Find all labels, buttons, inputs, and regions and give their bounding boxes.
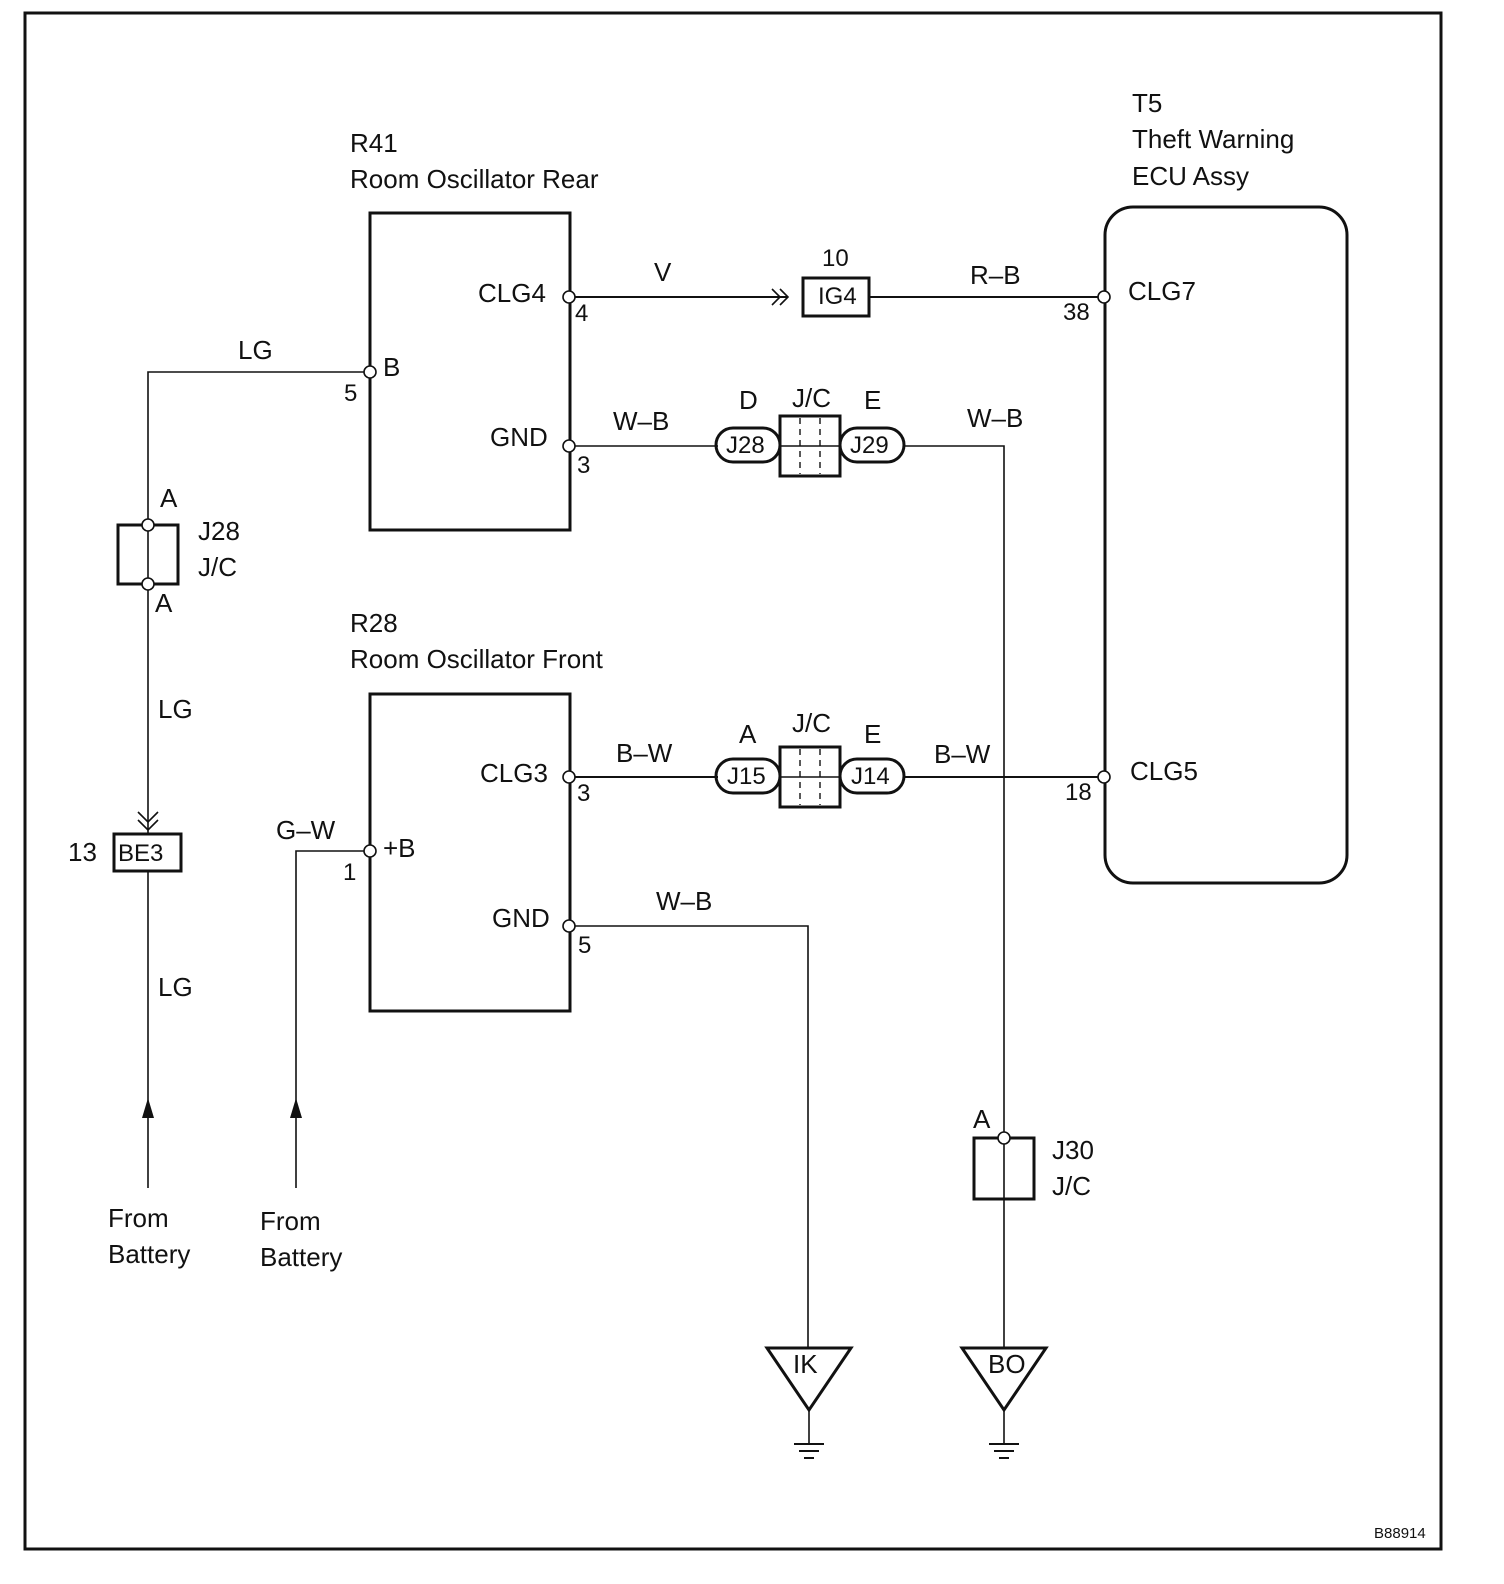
- ig4-pin: 10: [822, 245, 849, 272]
- t5-pin-clg5: CLG5: [1130, 756, 1198, 786]
- r28-component: R28 Room Oscillator Front CLG3 +B GND 3 …: [343, 608, 604, 1013]
- r41-component: R41 Room Oscillator Rear CLG4 B GND 4 5 …: [344, 128, 599, 532]
- jc-mid-left-tag: A: [739, 719, 757, 749]
- wire-r28-gnd: W–B IK: [569, 886, 854, 1459]
- jc-mid-left-label: J15: [727, 763, 766, 790]
- wire-b-w-label-1: B–W: [616, 738, 673, 768]
- t5-num-clg7: 38: [1063, 299, 1090, 326]
- be3-label: BE3: [118, 840, 163, 867]
- r28-pin-b: +B: [383, 833, 416, 863]
- ground-bo-symbol: [959, 1346, 1049, 1413]
- wire-lg-left: LG A A J28 J/C LG BE3 13 LG From Battery: [68, 335, 370, 1269]
- t5-name-line2: ECU Assy: [1132, 161, 1249, 191]
- j30-junction: A J30 J/C BO: [959, 1104, 1094, 1459]
- r28-num-clg3: 3: [577, 780, 590, 807]
- ground-bo-label: BO: [988, 1349, 1026, 1379]
- jc-mid-right-tag: E: [864, 719, 881, 749]
- wire-clg4-clg7: IG4 10 V R–B: [569, 245, 1104, 318]
- wire-b-w-label-2: B–W: [934, 739, 991, 769]
- ground-ik-label: IK: [793, 1349, 818, 1379]
- wire-w-b-label-1: W–B: [613, 406, 669, 436]
- t5-name-line1: Theft Warning: [1132, 124, 1294, 154]
- battery1-line1: From: [108, 1203, 169, 1233]
- t5-component: T5 Theft Warning ECU Assy CLG7 CLG5 38 1…: [1063, 88, 1349, 885]
- wire-w-b-label-2: W–B: [967, 403, 1023, 433]
- jc-top-right-tag: E: [864, 385, 881, 415]
- pin-terminals: [363, 290, 1111, 933]
- wire-lg-label-top: LG: [238, 335, 273, 365]
- r28-num-b: 1: [343, 859, 356, 886]
- connector-arrow-icon: [137, 811, 159, 824]
- j29-jc-plug: [838, 426, 906, 464]
- wire-r41-gnd: W–B J28 J29 D J/C E W–B: [569, 383, 1023, 1138]
- wire-v-label: V: [654, 257, 672, 287]
- j28-type: J/C: [198, 552, 237, 582]
- j28-top-pin: A: [160, 483, 178, 513]
- t5-id: T5: [1132, 88, 1162, 118]
- r28-pin-clg3: CLG3: [480, 758, 548, 788]
- wire-r-b-label: R–B: [970, 260, 1021, 290]
- j30-pin: A: [973, 1104, 991, 1134]
- jc-mid-label: J/C: [792, 708, 831, 738]
- battery1-line2: Battery: [108, 1239, 190, 1269]
- up-arrow-icon: [142, 1098, 154, 1118]
- jc-top-right-label: J29: [850, 432, 889, 459]
- j28-bottom-pin: A: [155, 588, 173, 618]
- wire-lg-label-mid: LG: [158, 694, 193, 724]
- ig4-label: IG4: [818, 283, 857, 310]
- t5-num-clg5: 18: [1065, 779, 1092, 806]
- t5-box: [1103, 205, 1349, 885]
- wire-clg3-clg5: B–W J15 J14 A J/C E B–W: [569, 708, 1104, 809]
- wire-lg-label-bottom: LG: [158, 972, 193, 1002]
- jc-top-left-tag: D: [739, 385, 758, 415]
- wire-g-w-label: G–W: [276, 815, 336, 845]
- r28-pin-gnd: GND: [492, 903, 550, 933]
- jc-mid-right-label: J14: [851, 763, 890, 790]
- r41-num-clg4: 4: [575, 300, 588, 327]
- r41-name: Room Oscillator Rear: [350, 164, 599, 194]
- r28-num-gnd: 5: [578, 932, 591, 959]
- diagram-frame: [23, 11, 1443, 1551]
- r41-pin-b: B: [383, 352, 400, 382]
- battery2-line2: Battery: [260, 1242, 342, 1272]
- j30-id: J30: [1052, 1135, 1094, 1165]
- r28-id: R28: [350, 608, 398, 638]
- r41-pin-gnd: GND: [490, 422, 548, 452]
- jc-top-label: J/C: [792, 383, 831, 413]
- wire-g-w: G–W From Battery: [260, 815, 370, 1272]
- up-arrow-icon: [290, 1098, 302, 1118]
- r41-num-gnd: 3: [577, 452, 590, 479]
- r41-pin-clg4: CLG4: [478, 278, 546, 308]
- t5-pin-clg7: CLG7: [1128, 276, 1196, 306]
- j28-id: J28: [198, 516, 240, 546]
- figure-code: B88914: [1374, 1525, 1426, 1542]
- battery2-line1: From: [260, 1206, 321, 1236]
- r41-id: R41: [350, 128, 398, 158]
- ground-ik-symbol: [764, 1346, 854, 1413]
- r41-num-b: 5: [344, 380, 357, 407]
- connector-arrow-icon: [771, 288, 782, 306]
- wire-w-b-label-3: W–B: [656, 886, 712, 916]
- be3-pin: 13: [68, 837, 97, 867]
- r28-name: Room Oscillator Front: [350, 644, 604, 674]
- j30-type: J/C: [1052, 1171, 1091, 1201]
- jc-top-left-label: J28: [726, 432, 765, 459]
